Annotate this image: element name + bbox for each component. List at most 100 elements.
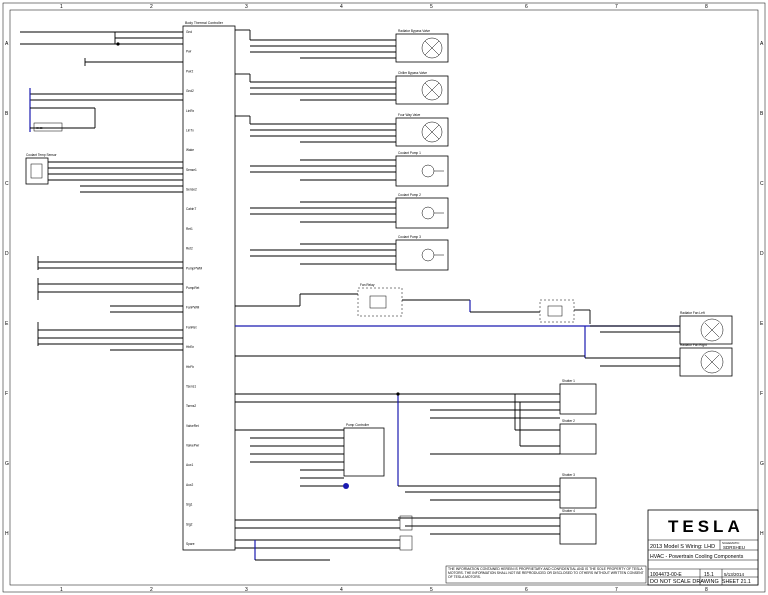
sheet-title: HVAC - Powertrain Cooling Components	[650, 554, 744, 560]
svg-text:Radiator Fan Right: Radiator Fan Right	[680, 343, 707, 347]
row-marker: D	[760, 251, 764, 257]
fan-relay-section: Fan Relay	[235, 283, 680, 367]
controller-pin-label: PumpRet	[186, 286, 199, 290]
column-marker: 4	[340, 587, 343, 593]
svg-text:Shutter 1: Shutter 1	[562, 379, 575, 383]
svg-text:Four Way Valve: Four Way Valve	[398, 113, 421, 117]
controller-pin-label: HtrEn	[186, 345, 194, 349]
row-marker: D	[5, 251, 9, 257]
controller-pin-label: FanRet	[186, 325, 197, 329]
valve-chiller-bypass: Chiller Bypass Valve	[395, 71, 449, 105]
controller-pin-label: Sig2	[186, 522, 193, 526]
controller-pin-label: Gnd	[186, 30, 192, 34]
bottom-connectors	[235, 515, 413, 561]
svg-text:Shutter 4: Shutter 4	[562, 509, 575, 513]
tesla-logo: TESLA	[668, 517, 744, 536]
svg-text:GND: GND	[36, 126, 44, 130]
svg-text:Pump Controller: Pump Controller	[346, 423, 370, 427]
controller-pin-label: Tsens1	[186, 384, 196, 388]
controller-pin-label: CabinT	[186, 207, 196, 211]
column-markers: 1 2 3 4 5 6 7 8 1 2 3 4 5 6 7 8	[60, 4, 708, 593]
controller-pin-label: LinRx	[186, 109, 195, 113]
row-marker: E	[5, 321, 9, 327]
column-marker: 6	[525, 587, 528, 593]
controller-pin-label: ValvePwr	[186, 444, 200, 448]
drawing-number: 1004473-00-E	[650, 572, 682, 578]
controller-pin-label: FanPWM	[186, 306, 200, 310]
svg-text:Coolant Pump 1: Coolant Pump 1	[398, 151, 421, 155]
splice-dot	[116, 42, 120, 46]
column-marker: 4	[340, 4, 343, 10]
column-marker: 1	[60, 4, 63, 10]
controller-pin-label: ValveRet	[186, 424, 199, 428]
row-marker: E	[760, 321, 764, 327]
column-marker: 7	[615, 587, 618, 593]
svg-text:Chiller Bypass Valve: Chiller Bypass Valve	[398, 71, 427, 75]
controller-pins: GndPwrPwr2Gnd2LinRxLinTxWakeSense1Sense2…	[186, 30, 202, 546]
column-marker: 8	[705, 4, 708, 10]
column-marker: 1	[60, 587, 63, 593]
row-marker: C	[760, 181, 764, 187]
column-marker: 2	[150, 587, 153, 593]
shutter-2: Shutter 2	[559, 419, 597, 455]
controller-pin-label: Wake	[186, 148, 194, 152]
row-marker: F	[5, 391, 8, 397]
controller-label: Body Thermal Controller	[185, 21, 224, 25]
controller-pin-label: Spare	[186, 542, 195, 546]
row-marker: G	[760, 461, 764, 467]
region-label: SDRSHEU	[723, 545, 745, 550]
row-marker: C	[5, 181, 9, 187]
svg-text:Shutter 3: Shutter 3	[562, 473, 575, 477]
coolant-pump-3: Coolant Pump 3	[395, 235, 449, 271]
scale-note: DO NOT SCALE DRAWING	[650, 579, 719, 585]
radiator-fan-right: Radiator Fan Right	[679, 343, 733, 377]
right-wiring-upper	[235, 29, 396, 265]
row-marker: H	[5, 531, 9, 537]
row-marker: B	[760, 111, 764, 117]
shutter-3: Shutter 3	[559, 473, 597, 509]
shutter-4: Shutter 4	[559, 509, 597, 545]
radiator-fan-left: Radiator Fan Left	[679, 311, 733, 345]
controller-pin-label: Tsens2	[186, 404, 196, 408]
disclaimer-text: THE INFORMATION CONTAINED HEREIN IS PROP…	[448, 567, 644, 579]
row-marker: F	[760, 391, 763, 397]
ground-icon	[343, 483, 349, 489]
coolant-pump-1: Coolant Pump 1	[395, 151, 449, 187]
shutter-1: Shutter 1	[559, 379, 597, 415]
controller-pin-label: Pwr2	[186, 69, 193, 73]
valve-four-way: Four Way Valve	[395, 113, 449, 147]
column-marker: 6	[525, 4, 528, 10]
sensor-label: Coolant Temp Sensor	[26, 153, 58, 157]
row-marker: B	[5, 111, 9, 117]
row-marker: A	[760, 41, 764, 47]
column-marker: 2	[150, 4, 153, 10]
svg-text:Radiator Bypass Valve: Radiator Bypass Valve	[398, 29, 430, 33]
date-label: 5/13/2014	[724, 572, 745, 577]
svg-text:Fan Relay: Fan Relay	[360, 283, 375, 287]
row-marker: H	[760, 531, 764, 537]
svg-text:Coolant Pump 3: Coolant Pump 3	[398, 235, 421, 239]
title-block: TESLA 2013 Model S Wiring: LHD SCHEMATIC…	[647, 509, 759, 586]
controller-pin-label: Sig1	[186, 503, 193, 507]
controller-pin-label: Gnd2	[186, 89, 194, 93]
controller-pin-label: Ret1	[186, 227, 193, 231]
coolant-temp-sensor	[25, 157, 49, 185]
disclaimer: THE INFORMATION CONTAINED HEREIN IS PROP…	[445, 565, 647, 584]
revision-label: 15.1	[704, 572, 714, 578]
controller-pin-label: Sense1	[186, 168, 197, 172]
controller-pin-label: PumpPWM	[186, 266, 202, 270]
controller-pin-label: HtrFb	[186, 365, 194, 369]
svg-text:Coolant Pump 2: Coolant Pump 2	[398, 193, 421, 197]
svg-text:Radiator Fan Left: Radiator Fan Left	[680, 311, 705, 315]
controller-pin-label: LinTx	[186, 128, 194, 132]
column-marker: 7	[615, 4, 618, 10]
left-wiring: GND Coolant Temp Sensor	[20, 31, 183, 351]
thermal-controller: Body Thermal Controller GndPwrPwr2Gnd2Li…	[182, 21, 236, 551]
coolant-pump-2: Coolant Pump 2	[395, 193, 449, 229]
controller-pin-label: Aux1	[186, 463, 193, 467]
pump-controller: Pump Controller	[235, 423, 385, 489]
valve-radiator-bypass: Radiator Bypass Valve	[395, 29, 449, 63]
drawing-type-label: SCHEMATIC	[722, 541, 740, 545]
vehicle-label: 2013 Model S Wiring: LHD	[650, 544, 715, 550]
